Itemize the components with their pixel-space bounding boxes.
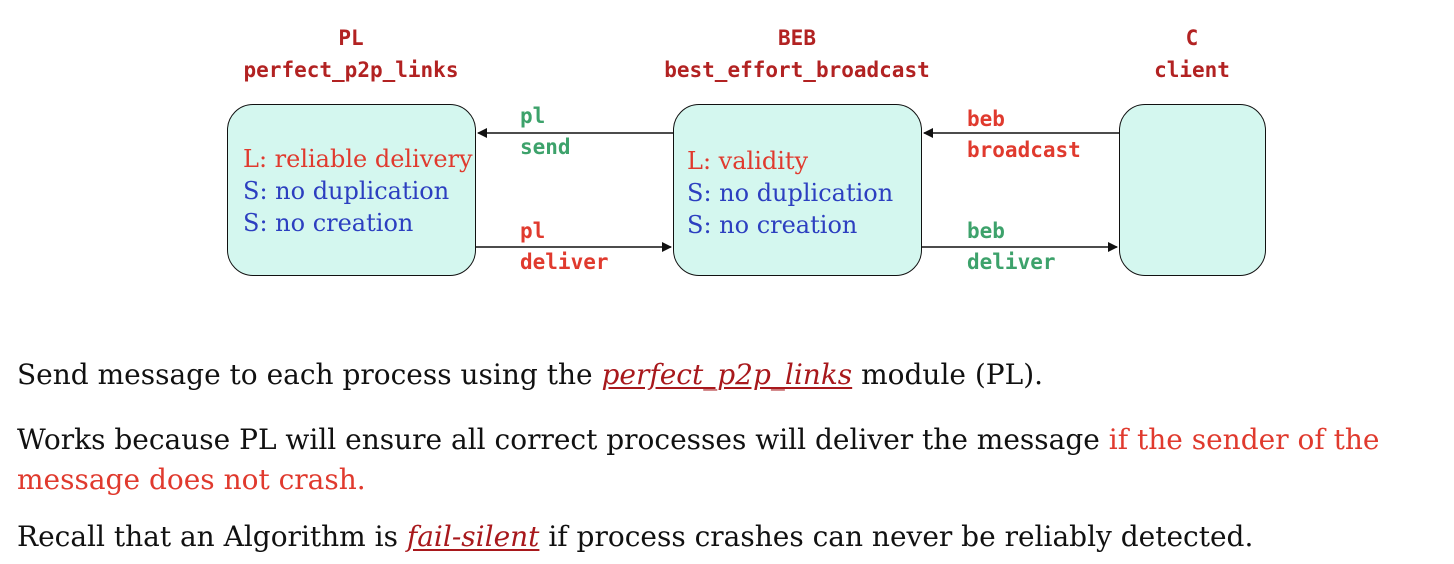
beb-prop-safety-1: S: no duplication bbox=[687, 179, 894, 207]
label-beb-deliver: beb deliver bbox=[967, 216, 1056, 278]
paragraph-1: Send message to each process using the p… bbox=[17, 358, 1043, 391]
label-pl-send: pl send bbox=[520, 101, 571, 163]
module-name-pl: perfect_p2p_links bbox=[243, 58, 459, 82]
pl-prop-liveness: L: reliable delivery bbox=[243, 145, 473, 173]
module-title-pl: PL perfect_p2p_links bbox=[226, 22, 476, 86]
label-beb-broadcast-2: broadcast bbox=[967, 138, 1081, 162]
label-pl-send-2: send bbox=[520, 135, 571, 159]
p1-text-b: module (PL). bbox=[852, 358, 1044, 391]
p3-text-b: if process crashes can never be reliably… bbox=[539, 520, 1254, 553]
label-pl-deliver: pl deliver bbox=[520, 216, 609, 278]
p1-term: perfect_p2p_links bbox=[601, 358, 853, 391]
paragraph-3: Recall that an Algorithm is fail-silent … bbox=[17, 520, 1253, 553]
beb-prop-liveness: L: validity bbox=[687, 147, 809, 175]
module-name-client: client bbox=[1154, 58, 1230, 82]
module-title-client: C client bbox=[1117, 22, 1267, 86]
pl-prop-safety-2: S: no creation bbox=[243, 209, 414, 237]
module-abbr-client: C bbox=[1185, 26, 1199, 50]
module-abbr-pl: PL bbox=[338, 26, 364, 50]
pl-prop-safety-1: S: no duplication bbox=[243, 177, 450, 205]
label-beb-broadcast-1: beb bbox=[967, 107, 1005, 131]
pl-props: L: reliable delivery S: no duplication S… bbox=[243, 143, 473, 239]
p2-line-1: Works because PL will ensure all correct… bbox=[17, 420, 1379, 460]
paragraph-2: Works because PL will ensure all correct… bbox=[17, 420, 1379, 500]
p1-text-a: Send message to each process using the bbox=[17, 358, 602, 391]
p2-text-a: Works because PL will ensure all correct… bbox=[17, 423, 1109, 456]
p3-text-a: Recall that an Algorithm is bbox=[17, 520, 407, 553]
label-beb-broadcast: beb broadcast bbox=[967, 104, 1081, 166]
beb-props: L: validity S: no duplication S: no crea… bbox=[687, 145, 893, 241]
p2-highlight-1: if the sender of the bbox=[1108, 423, 1380, 456]
p3-term: fail-silent bbox=[406, 520, 540, 553]
label-pl-send-1: pl bbox=[520, 104, 546, 128]
label-pl-deliver-1: pl bbox=[520, 219, 546, 243]
module-box-client bbox=[1119, 104, 1266, 276]
module-title-beb: BEB best_effort_broadcast bbox=[622, 22, 972, 86]
module-box-pl: L: reliable delivery S: no duplication S… bbox=[227, 104, 476, 276]
module-name-beb: best_effort_broadcast bbox=[664, 58, 930, 82]
label-pl-deliver-2: deliver bbox=[520, 250, 609, 274]
module-abbr-beb: BEB bbox=[778, 26, 816, 50]
label-beb-deliver-2: deliver bbox=[967, 250, 1056, 274]
p2-highlight-2: message does not crash. bbox=[17, 463, 366, 496]
label-beb-deliver-1: beb bbox=[967, 219, 1005, 243]
beb-prop-safety-2: S: no creation bbox=[687, 211, 858, 239]
module-box-beb: L: validity S: no duplication S: no crea… bbox=[673, 104, 922, 276]
